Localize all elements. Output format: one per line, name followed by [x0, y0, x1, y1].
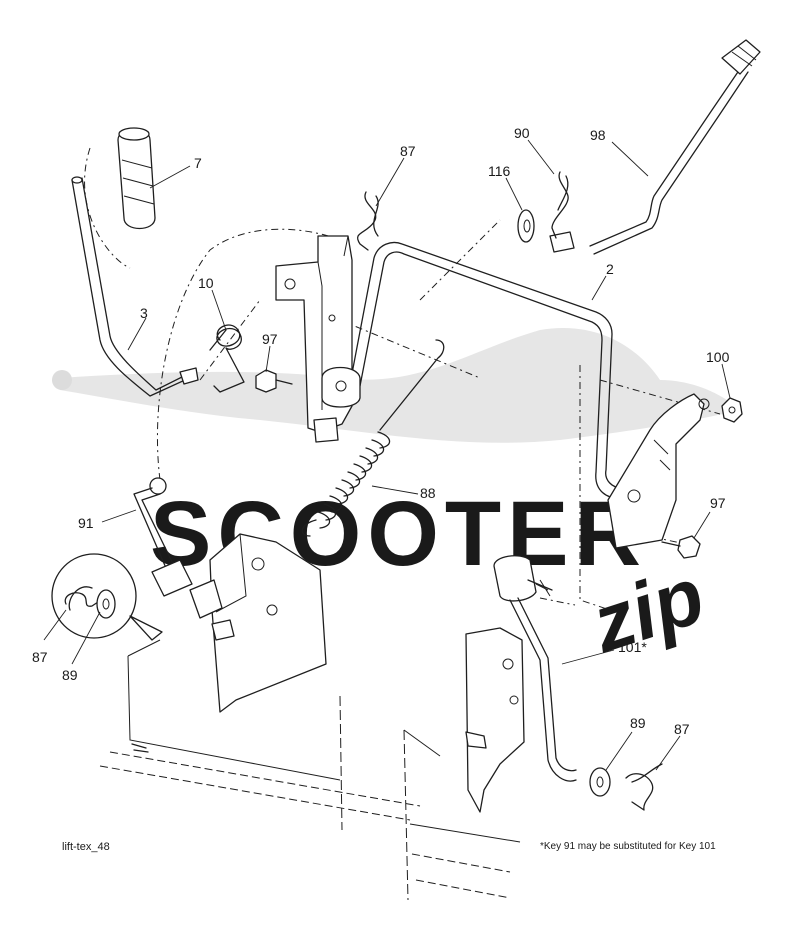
bolt-part-97-right	[661, 535, 701, 559]
deck-panel-right	[403, 729, 521, 901]
callout-90: 90	[514, 125, 530, 141]
spring-part-10	[209, 324, 245, 393]
callout-116: 116	[488, 163, 511, 179]
deck-bracket-right	[465, 627, 525, 813]
callout-3: 3	[140, 305, 148, 321]
deck-bracket-left	[189, 533, 327, 713]
callout-2: 2	[606, 261, 614, 277]
callout-89-right: 89	[630, 715, 646, 731]
hairpin-clip-part-87-right	[625, 763, 663, 811]
callout-10: 10	[198, 275, 214, 291]
rod-part-98	[549, 39, 761, 255]
link-part-91	[133, 477, 193, 597]
callout-98: 98	[590, 127, 606, 143]
callout-87-inset: 87	[32, 649, 48, 665]
footnote: *Key 91 may be substituted for Key 101	[540, 841, 716, 852]
detail-inset	[51, 553, 163, 641]
lever-part-3	[71, 176, 199, 397]
callout-97-right: 97	[710, 495, 726, 511]
figure-reference: lift-tex_48	[62, 841, 110, 853]
callout-97-left: 97	[262, 331, 278, 347]
grip-part-7	[84, 127, 156, 269]
watermark-scooter-silhouette	[60, 328, 740, 443]
callout-100: 100	[706, 349, 730, 365]
callout-88: 88	[420, 485, 436, 501]
lift-arm-right	[607, 393, 710, 549]
callout-87-right: 87	[674, 721, 690, 737]
lift-shaft-part-2	[321, 241, 625, 499]
callout-101: 101*	[618, 639, 647, 655]
deck-panel-left	[99, 639, 421, 831]
leader-lines	[43, 139, 731, 771]
washer-part-89-right	[589, 767, 611, 797]
hairpin-clip-part-90	[551, 171, 569, 239]
link-rod-part-101	[493, 555, 577, 782]
callout-7: 7	[194, 155, 202, 171]
callout-labels: 7 3 10 97 87 90 116 98 2 100 88 97 91 87…	[32, 125, 730, 737]
hairpin-clip-part-87-top	[357, 191, 379, 251]
extension-spring-part-88	[301, 339, 445, 537]
watermark: SCOOTER zip	[52, 328, 740, 669]
watermark-dot	[52, 370, 72, 390]
washer-part-116	[517, 209, 535, 243]
callout-91: 91	[78, 515, 94, 531]
callout-89-inset: 89	[62, 667, 78, 683]
callout-87-top: 87	[400, 143, 416, 159]
